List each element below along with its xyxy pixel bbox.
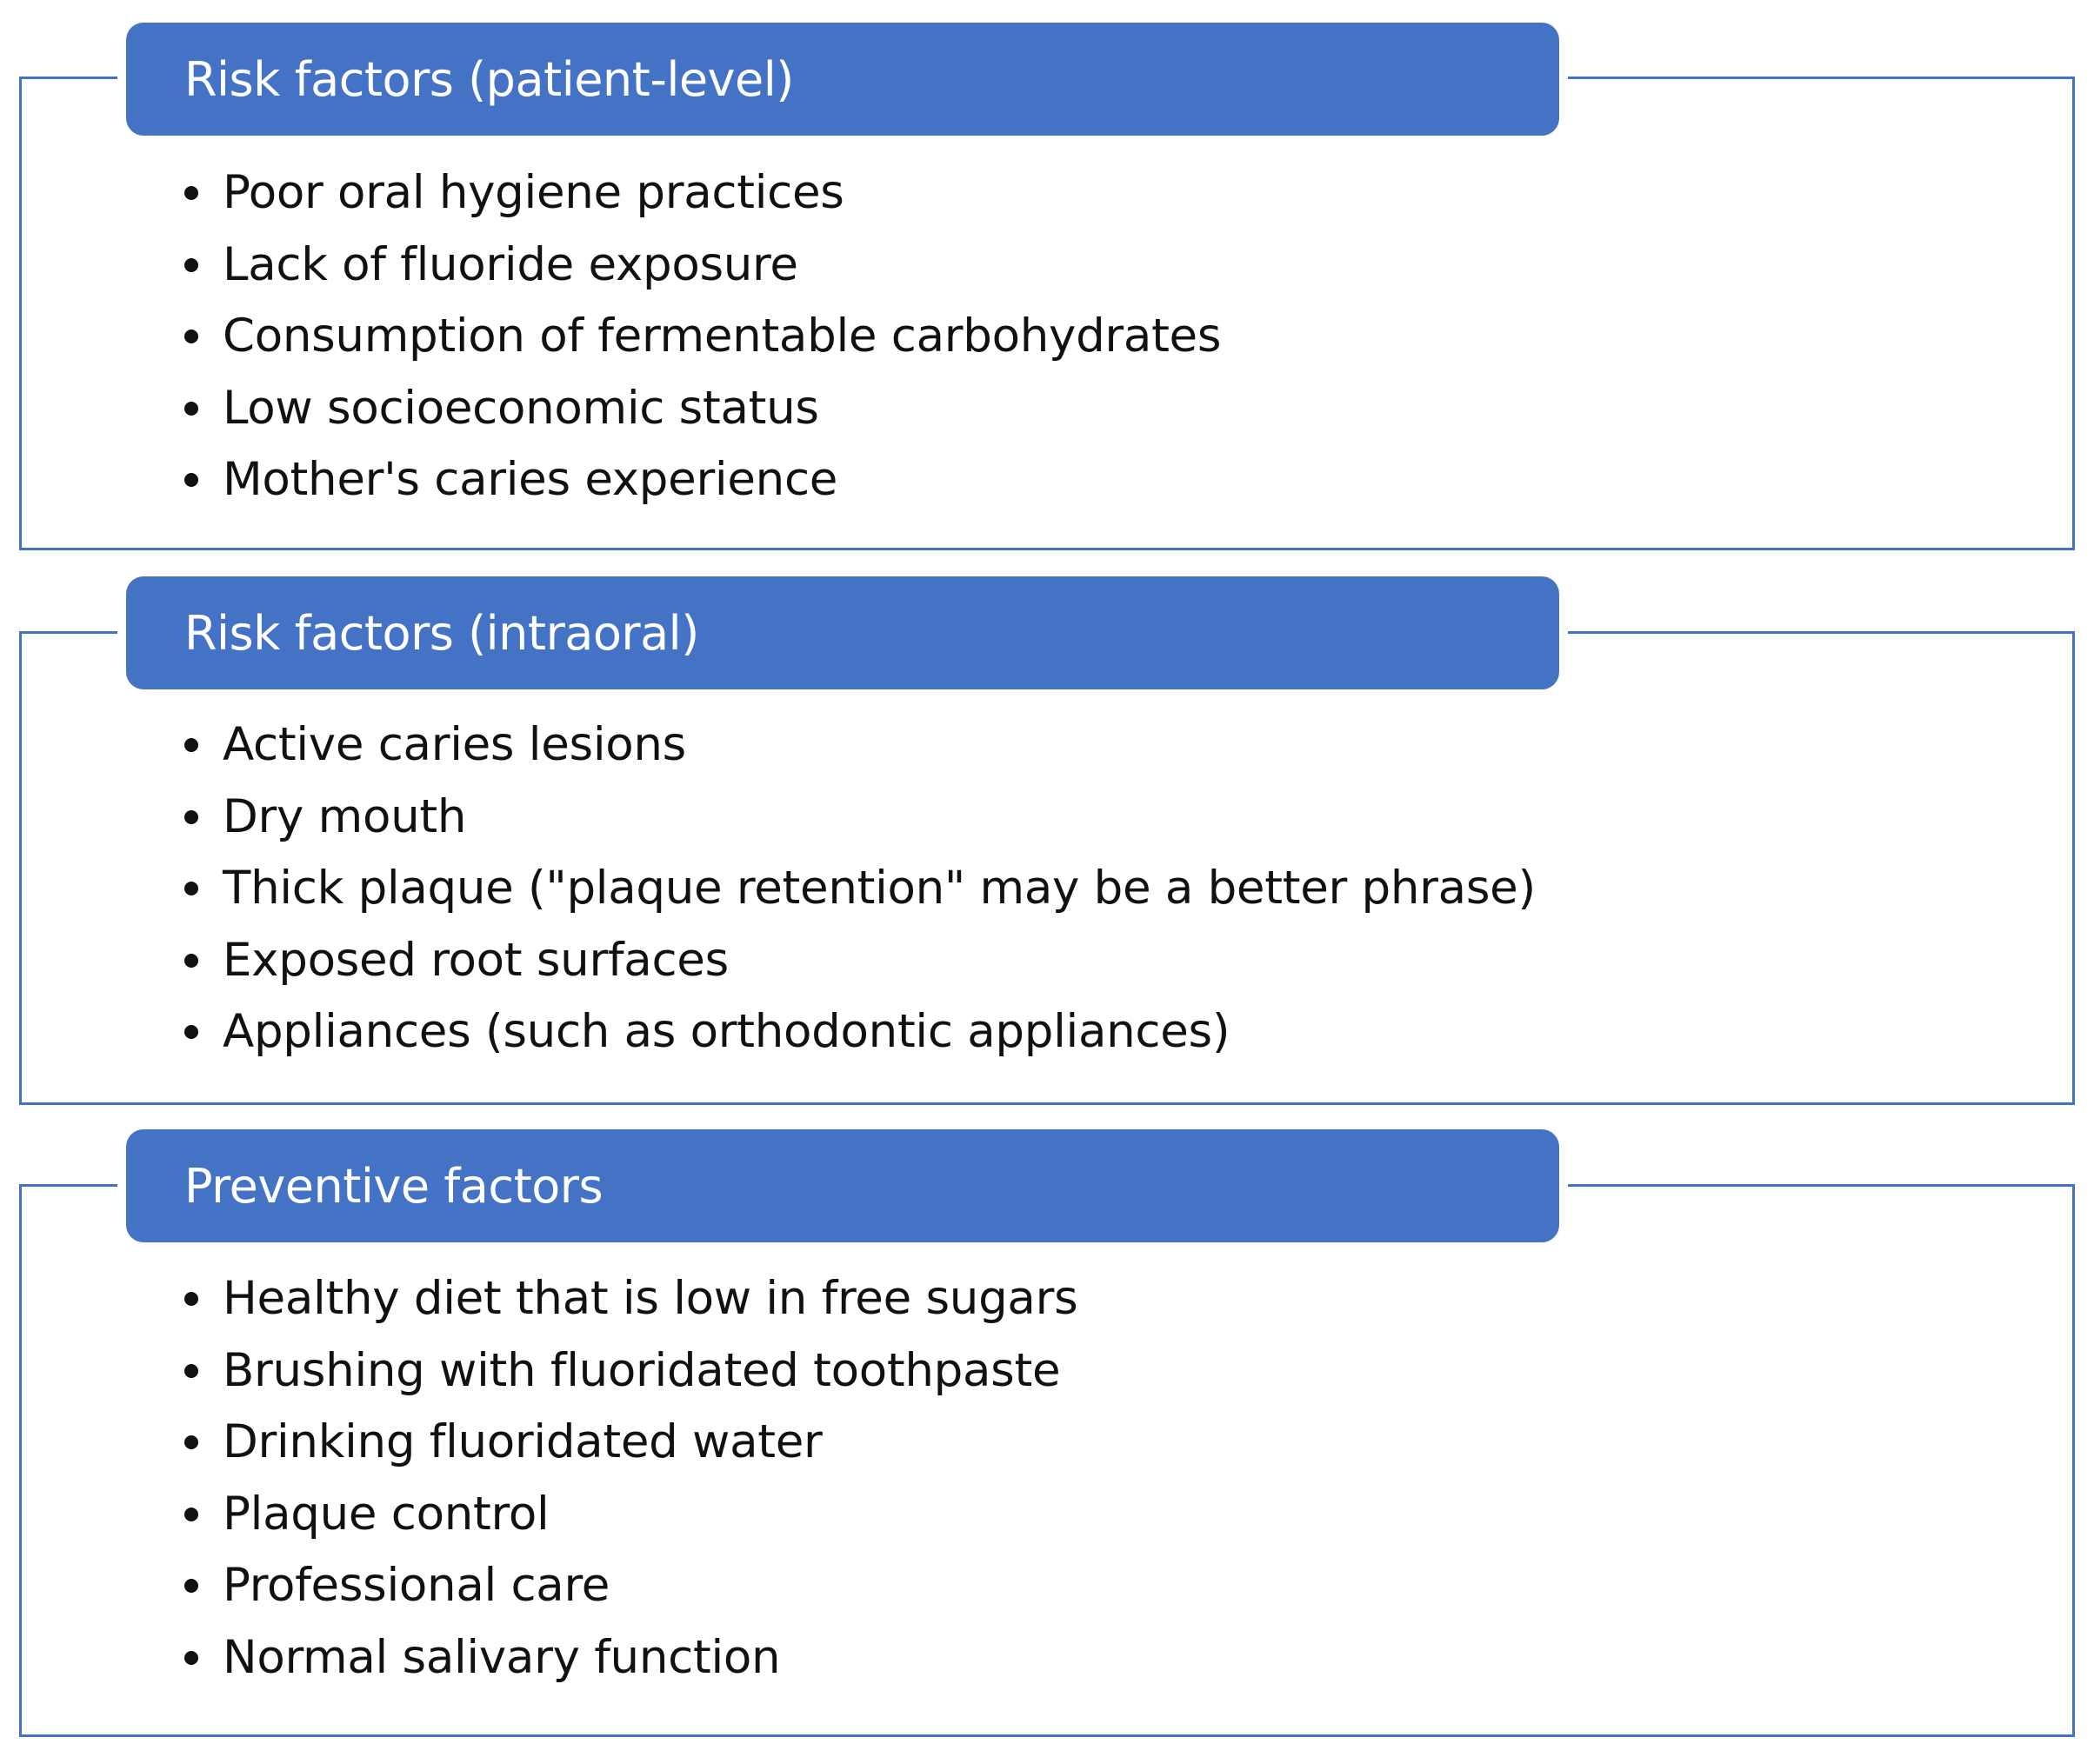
- bullet-icon: [184, 401, 198, 416]
- bullet-icon: [184, 953, 198, 968]
- list-item-text: Normal salivary function: [223, 1630, 781, 1684]
- list-item-text: Brushing with fluoridated toothpaste: [223, 1343, 1061, 1397]
- bullet-icon: [184, 1435, 198, 1449]
- list-item-text: Active caries lesions: [223, 718, 686, 771]
- list-item-text: Exposed root surfaces: [223, 933, 729, 987]
- risk-factor-list-intraoral: Active caries lesions Dry mouth Thick pl…: [179, 709, 1536, 1068]
- list-item: Exposed root surfaces: [179, 925, 1536, 997]
- list-item: Thick plaque ("plaque retention" may be …: [179, 853, 1536, 925]
- list-item: Brushing with fluoridated toothpaste: [179, 1335, 1077, 1408]
- bullet-icon: [184, 257, 198, 272]
- list-item: Healthy diet that is low in free sugars: [179, 1263, 1078, 1335]
- bullet-icon: [184, 809, 198, 824]
- list-item-text: Consumption of fermentable carbohydrates: [223, 310, 1222, 363]
- list-item-text: Healthy diet that is low in free sugars: [223, 1272, 1078, 1325]
- section-header-intraoral: Risk factors (intraoral): [126, 576, 1559, 689]
- section-title: Preventive factors: [184, 1158, 604, 1214]
- bullet-icon: [184, 882, 198, 895]
- list-item-text: Appliances (such as orthodontic applianc…: [223, 1005, 1230, 1058]
- bullet-icon: [184, 473, 198, 487]
- list-item: Consumption of fermentable carbohydrates: [179, 301, 1221, 373]
- bullet-icon: [184, 1025, 198, 1039]
- list-item-text: Lack of fluoride exposure: [223, 237, 798, 291]
- list-item: Normal salivary function: [179, 1622, 1077, 1694]
- list-item: Poor oral hygiene practices: [179, 157, 1221, 230]
- section-title: Risk factors (intraoral): [184, 605, 699, 661]
- preventive-factor-list: Healthy diet that is low in free sugars …: [179, 1263, 1078, 1694]
- section-title: Risk factors (patient-level): [184, 51, 794, 107]
- bullet-icon: [184, 738, 198, 752]
- list-item: Active caries lesions: [179, 709, 1536, 782]
- bullet-icon: [184, 186, 198, 200]
- bullet-icon: [184, 1579, 198, 1593]
- risk-factor-list-patient-level: Poor oral hygiene practices Lack of fluo…: [179, 157, 1221, 516]
- bullet-icon: [184, 1650, 198, 1665]
- section-frame-patient-level: [19, 77, 2075, 550]
- list-item-text: Drinking fluoridated water: [223, 1415, 823, 1468]
- bullet-icon: [184, 330, 198, 343]
- list-item-text: Plaque control: [223, 1487, 550, 1541]
- list-item-text: Thick plaque ("plaque retention" may be …: [223, 862, 1536, 915]
- list-item: Drinking fluoridated water: [179, 1407, 1077, 1479]
- section-header-patient-level: Risk factors (patient-level): [126, 23, 1559, 136]
- list-item: Professional care: [179, 1550, 1077, 1622]
- list-item-text: Professional care: [223, 1559, 610, 1612]
- list-item: Plaque control: [179, 1479, 1077, 1551]
- section-header-preventive: Preventive factors: [126, 1129, 1559, 1242]
- list-item-text: Dry mouth: [223, 789, 467, 843]
- list-item: Dry mouth: [179, 782, 1536, 854]
- section-frame-intraoral: [19, 631, 2075, 1105]
- bullet-icon: [184, 1363, 198, 1378]
- bullet-icon: [184, 1292, 198, 1306]
- list-item: Appliances (such as orthodontic applianc…: [179, 996, 1536, 1068]
- list-item: Low socioeconomic status: [179, 373, 1221, 445]
- list-item-text: Poor oral hygiene practices: [223, 166, 844, 219]
- list-item: Mother's caries experience: [179, 444, 1221, 516]
- list-item: Lack of fluoride exposure: [179, 230, 1221, 302]
- section-frame-preventive: [19, 1184, 2075, 1737]
- bullet-icon: [184, 1507, 198, 1521]
- list-item-text: Low socioeconomic status: [223, 381, 819, 435]
- list-item-text: Mother's caries experience: [223, 453, 838, 506]
